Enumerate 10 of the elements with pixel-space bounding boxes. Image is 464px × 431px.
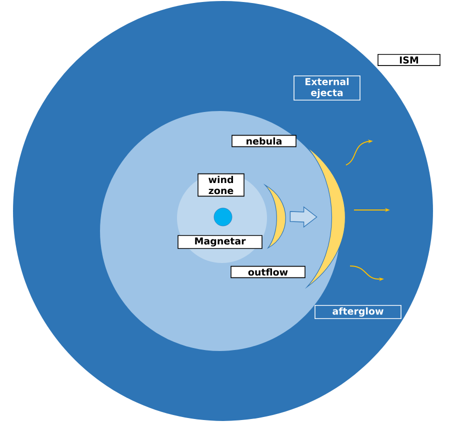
label-box: External ejecta — [294, 75, 360, 101]
label-box: Magnetar — [178, 235, 262, 249]
label-box: ISM — [378, 54, 440, 66]
label-box: afterglow — [314, 304, 402, 320]
label-box: nebula — [232, 134, 296, 148]
label-box: outflow — [230, 266, 306, 278]
crescent-shape — [306, 146, 346, 288]
crescent-shape — [264, 184, 286, 248]
label-box: wind zone — [198, 173, 244, 197]
block-arrow — [290, 206, 318, 228]
